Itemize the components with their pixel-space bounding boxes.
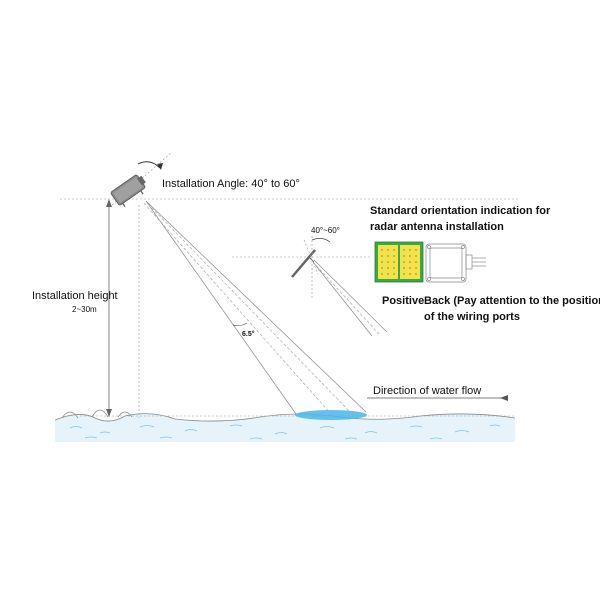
radar-sensor-icon [110, 174, 146, 208]
back-label-line2: of the wiring ports [424, 311, 520, 323]
installation-angle-label: Installation Angle: 40° to 60° [162, 178, 300, 190]
beam-angle-arc [232, 322, 248, 327]
standard-orientation-title-line2: radar antenna installation [370, 221, 504, 233]
water-surface-line [54, 413, 516, 422]
height-range-label: 2~30m [72, 305, 97, 314]
water-surface [55, 413, 515, 442]
radar-side-view-icon [291, 249, 316, 278]
water-flow-arrow-icon [367, 395, 508, 401]
small-angle-label: 40°~60° [311, 226, 340, 235]
water-waves [69, 424, 501, 440]
beam-angle-label: 6.5° [242, 331, 255, 338]
rotation-arrow-head [157, 163, 163, 170]
water-flow-label: Direction of water flow [373, 385, 482, 397]
small-tilt-guide [303, 239, 319, 275]
standard-orientation-title-line1: Standard orientation indication for [370, 205, 551, 217]
back-label-line1: Back (Pay attention to the position [424, 295, 600, 307]
beam-footprint [295, 410, 367, 420]
height-arrow [106, 199, 112, 417]
small-angle-arc [311, 238, 331, 243]
antenna-front-icon [374, 241, 424, 283]
installation-height-label: Installation height [32, 290, 118, 302]
small-radar-beam [312, 259, 388, 337]
wave-peaks [61, 409, 133, 419]
radar-beam [143, 200, 367, 415]
rotation-arc [137, 161, 161, 169]
positive-label: Positive [382, 295, 425, 307]
sensor-back-icon [425, 243, 486, 283]
